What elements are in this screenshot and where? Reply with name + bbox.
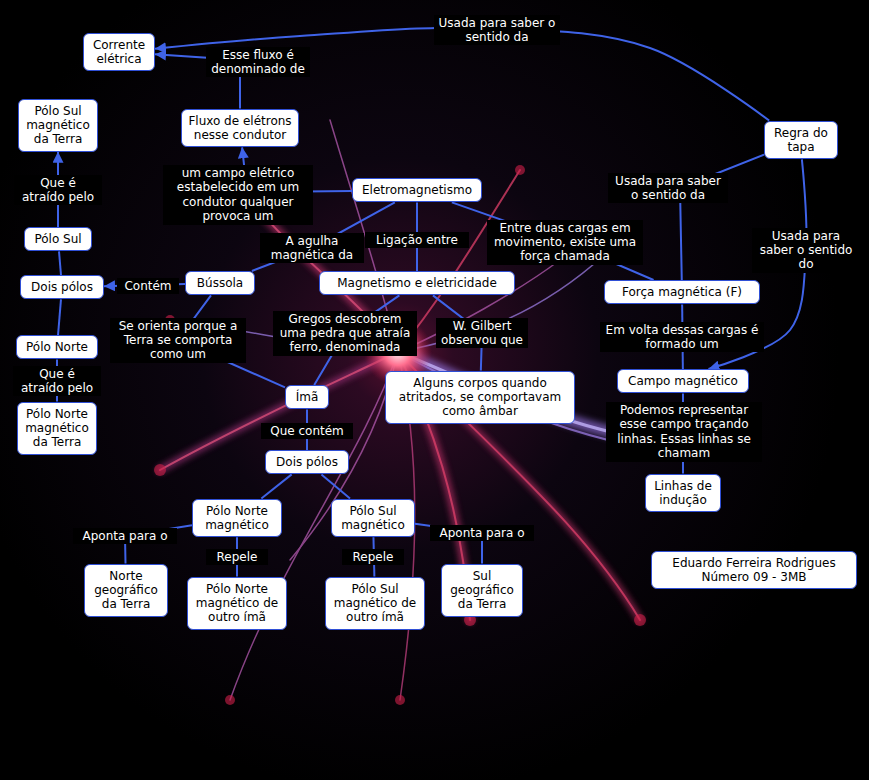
edge-label: Repele: [206, 549, 268, 565]
concept-box: Pólo Sul: [24, 227, 92, 251]
concept-box: Pólo Norte magnético de outro ímã: [187, 577, 287, 630]
concept-text: Dois pólos: [27, 280, 97, 294]
concept-box: Pólo Norte magnético: [192, 499, 282, 538]
edge-label: Podemos representar esse campo traçando …: [606, 402, 762, 462]
edge-label: A agulha magnética da: [260, 233, 364, 264]
concept-box: Sul geográfico da Terra: [441, 564, 523, 617]
concept-box: Linhas de indução: [645, 474, 721, 513]
concept-box: Norte geográfico da Terra: [84, 564, 168, 617]
connector: [58, 299, 61, 335]
concept-text: Bússola: [192, 276, 248, 290]
concept-box: Corrente elétrica: [83, 33, 155, 72]
edge-label: Usada para saber o sentido da: [608, 173, 728, 204]
concept-box: Pólo Norte magnético da Terra: [17, 402, 97, 455]
concept-box: Ímã: [285, 385, 329, 409]
concept-text: Fluxo de elétrons nesse condutor: [188, 114, 292, 143]
concept-box: Bússola: [185, 271, 255, 295]
edge-label: Se orienta porque a Terra se comporta co…: [110, 318, 246, 363]
concept-text: Pólo Sul magnético da Terra: [25, 104, 91, 147]
edge-label: Em volta dessas cargas é formado um: [600, 322, 764, 353]
concept-text: Pólo Norte magnético de outro ímã: [194, 582, 280, 625]
concept-text: Pólo Sul magnético de outro ímã: [332, 582, 418, 625]
concept-text: Eduardo Ferreira Rodrigues Número 09 - 3…: [658, 556, 850, 585]
concept-box: Pólo Sul magnético da Terra: [18, 99, 98, 152]
concept-text: Dois pólos: [272, 455, 342, 469]
concept-box: Eletromagnetismo: [352, 178, 482, 202]
concept-box: Força magnética (F): [604, 280, 760, 304]
connector: [261, 474, 291, 498]
concept-text: Norte geográfico da Terra: [91, 569, 161, 612]
concept-box: Regra do tapa: [764, 121, 838, 160]
connector: [452, 202, 654, 280]
edge-label: Gregos descobrem uma pedra que atraía fe…: [273, 311, 417, 356]
concept-box: Magnetismo e eletricidade: [319, 271, 515, 295]
concept-box: Alguns corpos quando atritados, se compo…: [385, 371, 575, 424]
concept-text: Pólo Sul magnético: [338, 504, 408, 533]
concept-box: Campo magnético: [617, 369, 749, 393]
edge-label: Que contém: [261, 423, 353, 439]
edge-label: Entre duas cargas em movimento, existe u…: [487, 220, 643, 265]
concept-box: Pólo Norte: [16, 335, 98, 359]
plasma-glow: [160, 200, 680, 620]
concept-text: Campo magnético: [624, 374, 742, 388]
concept-text: Ímã: [292, 390, 322, 404]
concept-text: Alguns corpos quando atritados, se compo…: [392, 376, 568, 419]
edge-label: Que é atraído pelo: [13, 366, 101, 397]
edge-label: Aponta para o: [430, 525, 534, 541]
connector: [59, 251, 61, 275]
edge-label: W. Gilbert observou que: [436, 318, 528, 349]
concept-box: Dois pólos: [265, 450, 349, 474]
edge-label: Esse fluxo é denominado de: [206, 47, 310, 78]
concept-text: Força magnética (F): [611, 285, 753, 299]
edge-label: Repele: [342, 549, 404, 565]
edge-label: Usada para saber o sentido da: [434, 15, 560, 46]
edge-label: Usada para saber o sentido do: [752, 228, 860, 273]
concept-text: Magnetismo e eletricidade: [326, 276, 508, 290]
concept-text: Corrente elétrica: [90, 38, 148, 67]
concept-text: Pólo Sul: [31, 232, 85, 246]
connector: [321, 474, 350, 498]
concept-box: Dois pólos: [20, 275, 104, 299]
concept-box: Eduardo Ferreira Rodrigues Número 09 - 3…: [651, 551, 857, 590]
edge-label: Aponta para o: [73, 528, 177, 544]
plasma-sparks: [154, 165, 646, 705]
concept-text: Pólo Norte: [23, 340, 91, 354]
concept-text: Regra do tapa: [771, 126, 831, 155]
concept-text: Pólo Norte magnético: [199, 504, 275, 533]
concept-text: Pólo Norte magnético da Terra: [24, 407, 90, 450]
concept-text: Linhas de indução: [652, 479, 714, 508]
concept-text: Eletromagnetismo: [359, 183, 475, 197]
edge-label: um campo elétrico estabelecido em um con…: [163, 165, 313, 225]
concept-text: Sul geográfico da Terra: [448, 569, 516, 612]
edge-label: Ligação entre: [365, 232, 469, 248]
edge-label: Que é atraído pelo: [14, 175, 102, 206]
concept-box: Fluxo de elétrons nesse condutor: [181, 109, 299, 148]
edge-label: Contém: [117, 278, 179, 294]
concept-box: Pólo Sul magnético: [331, 499, 415, 538]
concept-box: Pólo Sul magnético de outro ímã: [325, 577, 425, 630]
